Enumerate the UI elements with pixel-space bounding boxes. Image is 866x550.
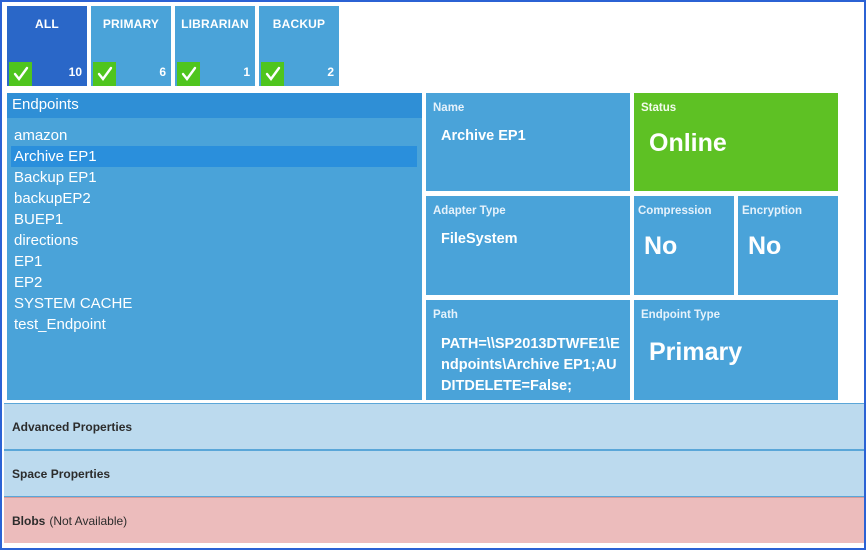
filter-tile-primary[interactable]: PRIMARY 6	[91, 6, 171, 86]
blobs-note: (Not Available)	[49, 513, 128, 528]
filter-count: 6	[159, 65, 166, 79]
path-caption: Path	[433, 309, 458, 321]
space-properties-section[interactable]: Space Properties	[4, 450, 864, 497]
endpoints-header: Endpoints	[7, 93, 422, 118]
checkmark-icon[interactable]	[177, 62, 200, 86]
status-caption: Status	[641, 102, 677, 114]
adapter-type-value: FileSystem	[441, 231, 518, 247]
checkmark-icon[interactable]	[9, 62, 32, 86]
encryption-tile: Encryption No	[738, 196, 838, 295]
checkmark-icon[interactable]	[261, 62, 284, 86]
endpoint-item[interactable]: test_Endpoint	[14, 316, 106, 333]
endpoint-type-caption: Endpoint Type	[641, 309, 721, 321]
endpoint-item[interactable]: Backup EP1	[14, 169, 97, 186]
compression-tile: Compression No	[634, 196, 734, 295]
space-properties-title: Space Properties	[12, 466, 111, 481]
blobs-section[interactable]: Blobs (Not Available)	[4, 497, 864, 543]
endpoint-type-tile: Endpoint Type Primary	[634, 300, 838, 400]
compression-caption: Compression	[638, 205, 712, 217]
path-value: PATH=\\SP2013DTWFE1\Endpoints\Archive EP…	[441, 336, 620, 394]
endpoint-item[interactable]: backupEP2	[14, 190, 91, 207]
filter-label: BACKUP	[272, 17, 326, 31]
filter-count: 1	[243, 65, 250, 79]
encryption-caption: Encryption	[742, 205, 803, 217]
encryption-value: No	[748, 232, 782, 260]
filter-count: 2	[327, 65, 334, 79]
endpoint-item[interactable]: EP1	[14, 253, 43, 270]
endpoint-item[interactable]: directions	[14, 232, 79, 249]
adapter-type-tile: Adapter Type FileSystem	[426, 196, 630, 295]
endpoint-item[interactable]: BUEP1	[14, 211, 64, 228]
status-tile: Status Online	[634, 93, 838, 191]
name-tile: Name Archive EP1	[426, 93, 630, 191]
endpoint-item[interactable]: EP2	[14, 274, 43, 291]
blobs-title: Blobs	[12, 513, 46, 528]
filter-label: ALL	[35, 17, 59, 31]
filter-label: LIBRARIAN	[181, 17, 249, 31]
filter-label: PRIMARY	[102, 17, 160, 31]
advanced-properties-section[interactable]: Advanced Properties	[4, 403, 864, 450]
endpoint-item[interactable]: amazon	[14, 127, 68, 144]
endpoint-item[interactable]: SYSTEM CACHE	[14, 295, 133, 312]
filter-tile-librarian[interactable]: LIBRARIAN 1	[175, 6, 255, 86]
endpoints-list: amazon Archive EP1 Backup EP1 backupEP2 …	[7, 125, 422, 335]
endpoint-item-selected[interactable]: Archive EP1	[11, 146, 417, 167]
name-caption: Name	[433, 102, 465, 114]
filter-tile-backup[interactable]: BACKUP 2	[259, 6, 339, 86]
endpoints-panel: Endpoints amazon Archive EP1 Backup EP1 …	[7, 93, 422, 400]
name-value: Archive EP1	[441, 128, 526, 144]
status-value: Online	[649, 129, 727, 157]
checkmark-icon[interactable]	[93, 62, 116, 86]
advanced-properties-title: Advanced Properties	[12, 419, 133, 434]
adapter-type-caption: Adapter Type	[433, 205, 506, 217]
compression-value: No	[644, 232, 678, 260]
endpoint-type-value: Primary	[649, 338, 743, 366]
filter-tile-all[interactable]: ALL 10	[7, 6, 87, 86]
path-tile: Path PATH=\\SP2013DTWFE1\Endpoints\Archi…	[426, 300, 630, 400]
filter-count: 10	[68, 65, 82, 79]
